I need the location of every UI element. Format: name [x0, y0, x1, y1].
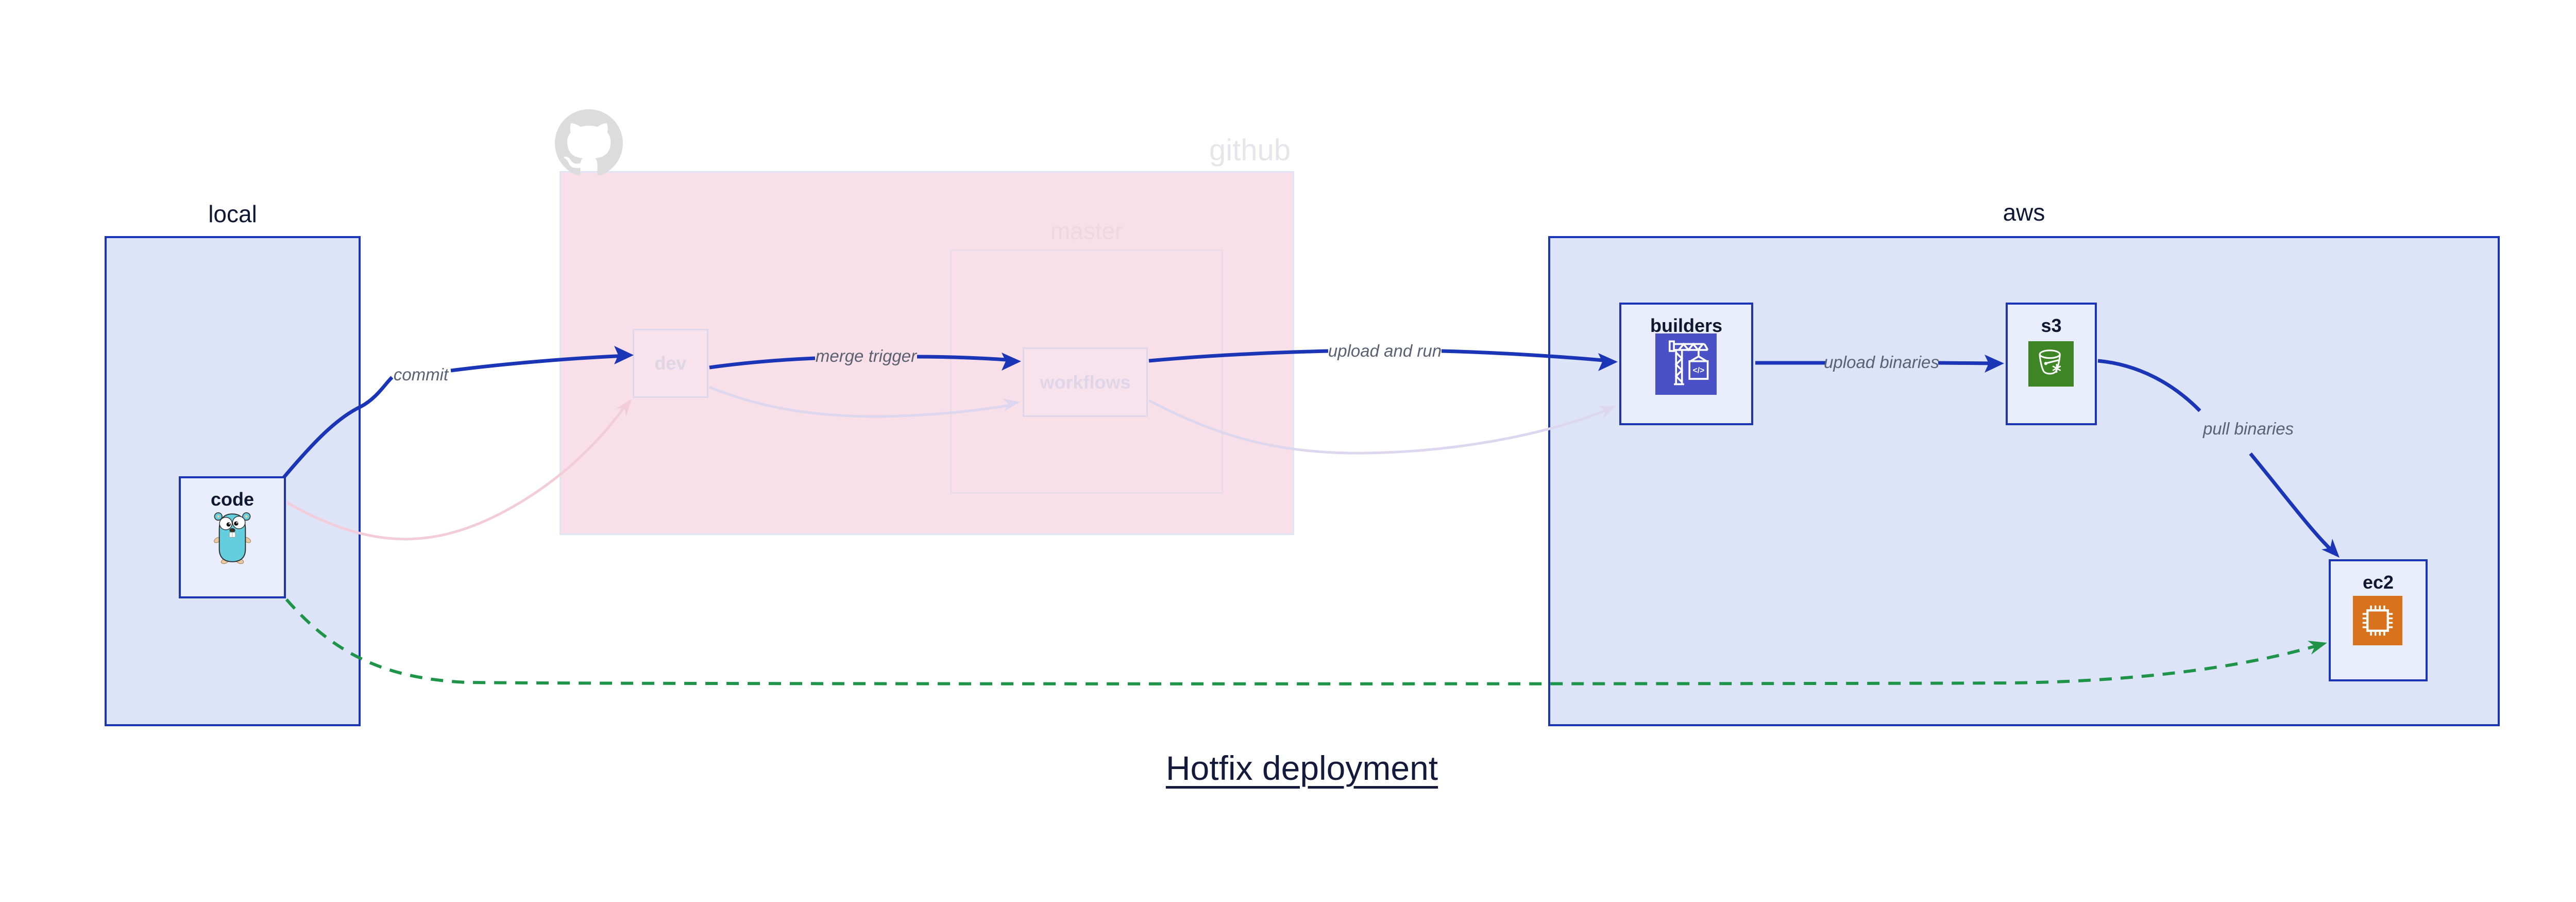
node-code-label: code: [210, 489, 255, 510]
github-octocat-icon: [555, 109, 623, 177]
diagram-title: Hotfix deployment: [1165, 749, 1438, 787]
node-s3-label: s3: [2041, 315, 2062, 336]
node-builders-label: builders: [1650, 315, 1723, 336]
ec2-chip-icon: [2353, 596, 2402, 645]
edge-label-upload-and-run: upload and run: [1328, 341, 1442, 360]
node-workflows-label: workflows: [1040, 371, 1131, 393]
group-label-aws: aws: [2003, 199, 2045, 226]
edge-label-pull-binaries: pull binaries: [2202, 419, 2294, 438]
group-label-master: master: [1050, 218, 1123, 244]
svg-text:</>: </>: [1692, 366, 1704, 375]
group-master: [950, 249, 1223, 494]
edge-label-merge-trigger: merge trigger: [815, 346, 917, 365]
edge-label-upload-binaries: upload binaries: [1824, 353, 1939, 372]
codebuild-crane-icon: </>: [1655, 333, 1717, 395]
node-dev: dev: [633, 329, 708, 398]
node-dev-label: dev: [654, 353, 687, 374]
s3-bucket-icon: [2028, 341, 2074, 387]
node-workflows: workflows: [1023, 347, 1148, 417]
group-label-github: github: [1209, 133, 1291, 167]
edge-label-commit: commit: [393, 365, 449, 384]
group-label-local: local: [208, 201, 257, 227]
go-gopher-icon: [212, 510, 252, 565]
node-ec2-label: ec2: [2362, 572, 2394, 593]
